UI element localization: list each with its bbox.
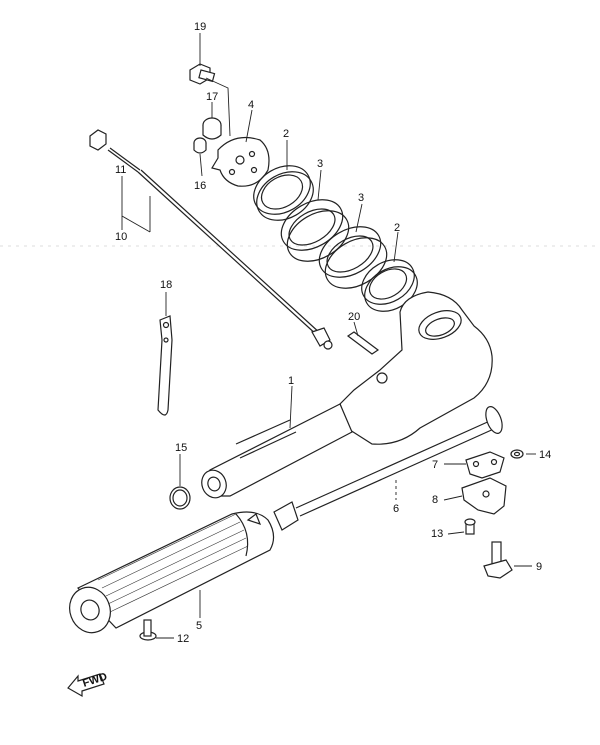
callout-20: 20 xyxy=(348,311,360,323)
callout-14: 14 xyxy=(539,449,551,461)
callout-labels: 19 17 4 16 2 3 3 2 11 10 18 20 1 15 6 7 … xyxy=(115,21,551,645)
callout-8: 8 xyxy=(432,494,438,506)
part-16-collar xyxy=(193,137,207,154)
part-5-grip xyxy=(69,511,275,634)
callout-16: 16 xyxy=(194,180,206,192)
part-12-screw xyxy=(139,619,157,641)
callout-18: 18 xyxy=(160,279,172,291)
callout-2-lower: 2 xyxy=(394,222,400,234)
part-18-strap xyxy=(157,315,173,416)
callout-13: 13 xyxy=(431,528,443,540)
part-2-ring-upper xyxy=(253,165,314,221)
callout-3-lower: 3 xyxy=(358,192,364,204)
callout-15: 15 xyxy=(175,442,187,454)
part-9-stud xyxy=(483,541,513,579)
callout-4: 4 xyxy=(248,99,254,111)
part-3-bushing-lower xyxy=(318,226,388,289)
part-4-plate xyxy=(211,137,270,187)
part-7-plate xyxy=(465,451,505,479)
callout-12: 12 xyxy=(177,633,189,645)
part-19-bolt xyxy=(189,63,216,85)
part-1-tiller-housing xyxy=(201,291,493,499)
callout-2-upper: 2 xyxy=(283,128,289,140)
callout-17: 17 xyxy=(206,91,218,103)
part-17-bushing xyxy=(202,117,222,140)
fwd-arrow: FWD xyxy=(67,671,109,698)
callout-10: 10 xyxy=(115,231,127,243)
part-15-oring xyxy=(169,486,191,510)
part-20-key xyxy=(346,331,380,355)
callout-3-upper: 3 xyxy=(317,158,323,170)
part-2-ring-lower xyxy=(361,259,418,312)
callout-19: 19 xyxy=(194,21,206,33)
leader-lines xyxy=(121,33,536,639)
part-13-screw xyxy=(464,518,476,535)
part-14-washer xyxy=(510,449,524,459)
callout-9: 9 xyxy=(536,561,542,573)
callout-11: 11 xyxy=(115,164,126,176)
callout-6: 6 xyxy=(393,503,399,515)
part-6-shaft xyxy=(273,406,503,531)
part-8-bracket xyxy=(461,477,507,515)
callout-1: 1 xyxy=(288,375,294,387)
callout-7: 7 xyxy=(432,459,438,471)
callout-5: 5 xyxy=(196,620,202,632)
part-10-cable xyxy=(89,129,333,350)
